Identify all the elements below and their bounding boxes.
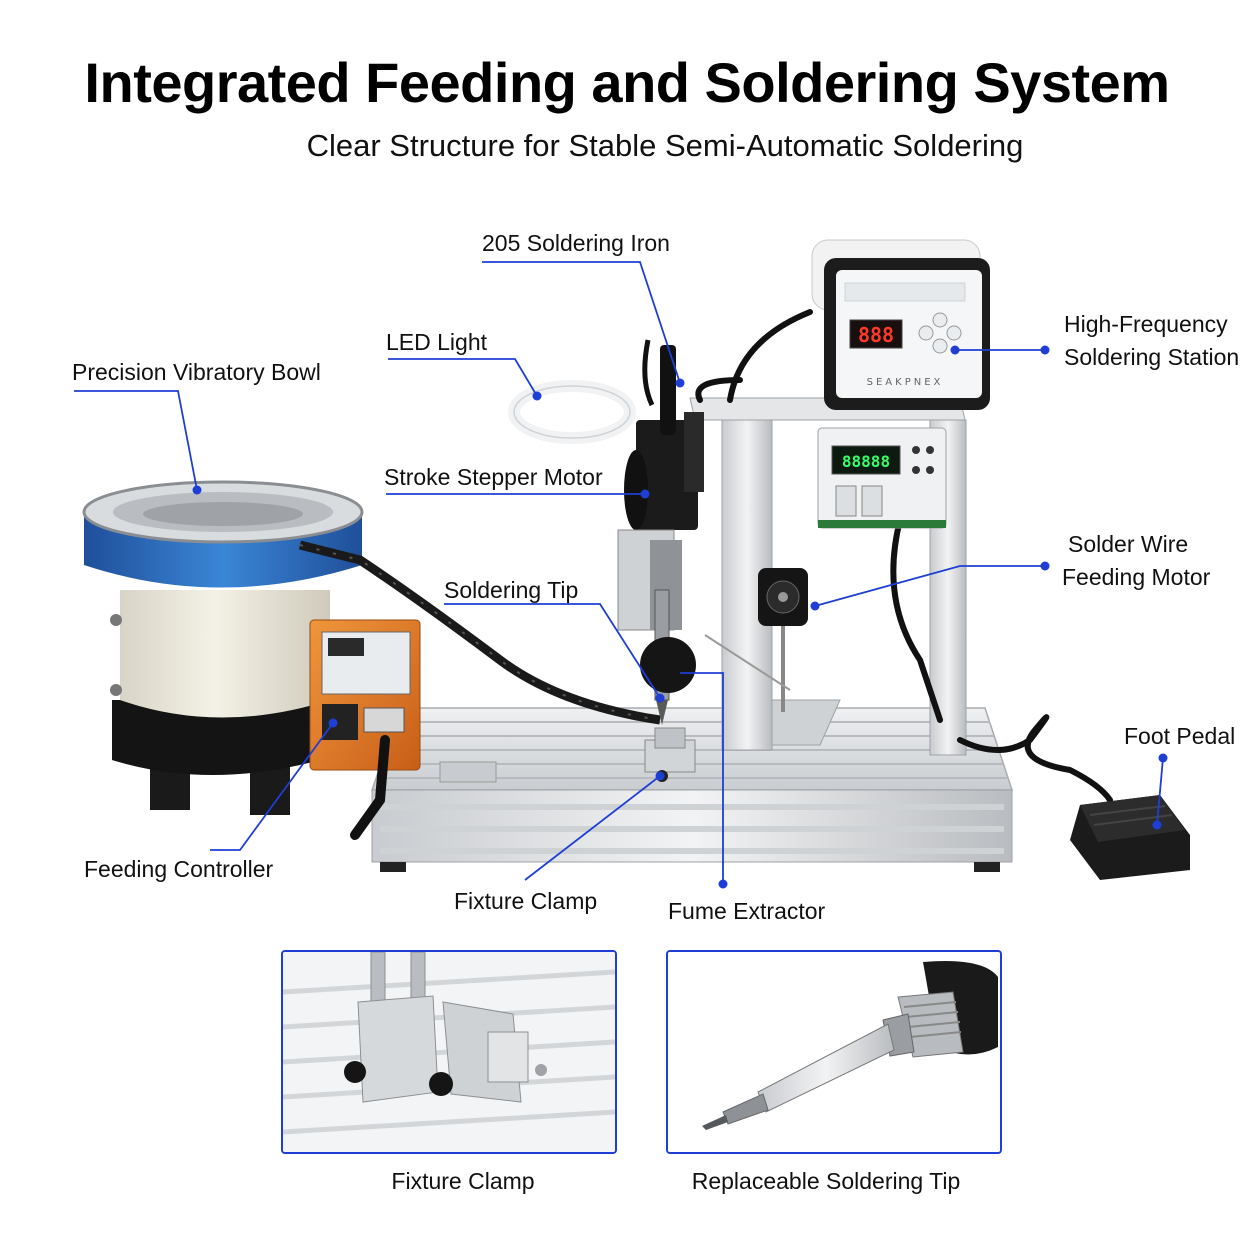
feeding-controller-unit <box>309 619 421 840</box>
callout-dots <box>192 345 1168 889</box>
station-readout: 888 <box>858 323 894 347</box>
hf-soldering-station <box>811 239 990 410</box>
label-soldering-iron: 205 Soldering Iron <box>482 230 670 256</box>
label-hf-station: High-Frequency Soldering Station <box>1064 308 1244 374</box>
label-hf-station-line2: Soldering Station <box>1064 344 1240 370</box>
control-panel <box>817 427 947 529</box>
inset-fixture-clamp <box>281 950 617 1154</box>
cables <box>695 309 1113 803</box>
label-fume-extractor: Fume Extractor <box>668 898 826 924</box>
label-wire-motor: Solder Wire Feeding Motor <box>1062 528 1242 594</box>
solder-wire-feeder <box>704 568 808 712</box>
fixture-clamp-closeup <box>283 952 615 1152</box>
label-soldering-tip: Soldering Tip <box>444 577 579 603</box>
page-subtitle: Clear Structure for Stable Semi-Automati… <box>306 128 1024 163</box>
label-foot-pedal: Foot Pedal <box>1124 723 1236 749</box>
label-hf-station-line1: High-Frequency <box>1064 311 1228 337</box>
label-wire-motor-line2: Feeding Motor <box>1062 564 1211 590</box>
soldering-head-assembly <box>617 339 704 725</box>
caption-soldering-tip: Replaceable Soldering Tip <box>691 1168 961 1194</box>
label-vibratory-bowl: Precision Vibratory Bowl <box>72 359 321 385</box>
label-fixture-clamp: Fixture Clamp <box>454 888 598 914</box>
label-led-light: LED Light <box>386 329 488 355</box>
page-title: Integrated Feeding and Soldering System <box>84 51 1170 114</box>
callout-lines <box>74 261 1164 884</box>
controller-readout: 88888 <box>842 452 890 471</box>
foot-pedal <box>1070 795 1190 880</box>
soldering-tip-closeup <box>668 952 1000 1152</box>
aluminum-base-plate <box>370 707 1014 872</box>
station-brand: SEAKPNEX <box>867 377 944 388</box>
vibratory-bowl <box>82 480 364 815</box>
inset-soldering-tip <box>666 950 1002 1154</box>
feed-track <box>298 540 661 725</box>
label-stepper-motor: Stroke Stepper Motor <box>384 464 603 490</box>
caption-fixture-clamp: Fixture Clamp <box>391 1168 535 1194</box>
label-feeding-controller: Feeding Controller <box>84 856 274 882</box>
fixture-clamp-part <box>439 727 696 783</box>
label-wire-motor-line1: Solder Wire <box>1068 531 1189 557</box>
